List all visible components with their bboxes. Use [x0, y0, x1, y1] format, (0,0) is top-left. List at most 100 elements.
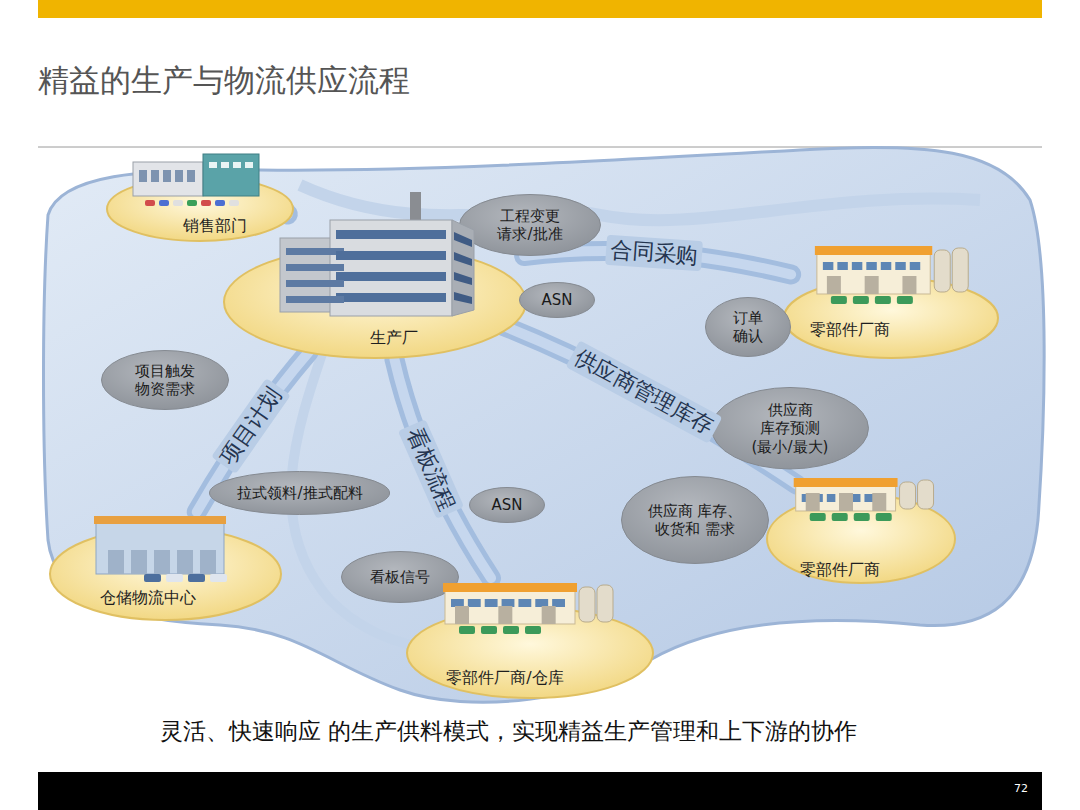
rect-shape — [852, 262, 862, 270]
factory-illustration — [280, 192, 474, 316]
rect-shape — [552, 599, 565, 607]
rect-shape — [952, 248, 968, 292]
page-number: 72 — [1014, 782, 1028, 795]
bubble-ellipse — [210, 472, 390, 515]
slide-caption: 灵活、快速响应 的生产供料模式，实现精益生产管理和上下游的协作 — [160, 716, 857, 747]
info-bubble: 供应商 库存预测 (最小/最大) — [710, 386, 870, 470]
rect-shape — [133, 162, 203, 196]
rect-shape — [827, 276, 841, 294]
rect-shape — [875, 296, 891, 304]
site-label: 零部件厂商 — [800, 560, 880, 581]
rect-shape — [902, 276, 916, 294]
info-bubble: 拉式领料/推式配料 — [208, 470, 391, 516]
rect-shape — [175, 170, 183, 182]
rect-shape — [187, 170, 195, 182]
rect-shape — [502, 599, 515, 607]
rect-shape — [597, 585, 613, 622]
flow-label: 供应商管理库存 — [566, 341, 723, 444]
site-node: 零部件厂商/仓库 — [405, 575, 655, 700]
info-bubble: ASN — [468, 486, 546, 524]
rect-shape — [286, 248, 344, 255]
rect-shape — [794, 478, 898, 487]
bubble-label: 供应商 库存预测 (最小/最大) — [741, 401, 839, 456]
decor-band — [300, 185, 980, 220]
bubble-ellipse — [460, 195, 601, 256]
site-label: 零部件厂商/仓库 — [446, 668, 563, 689]
rect-shape — [481, 626, 497, 634]
rect-shape — [872, 493, 886, 511]
rect-shape — [503, 626, 519, 634]
bubble-label: ASN — [491, 496, 522, 514]
rect-shape — [817, 254, 930, 294]
info-bubble: 订单 确认 — [704, 296, 792, 358]
supplier-illustration — [794, 478, 934, 521]
rect-shape — [445, 591, 575, 624]
polygon-shape — [452, 220, 474, 316]
rect-shape — [144, 574, 161, 582]
rect-shape — [498, 606, 512, 624]
rect-shape — [286, 296, 344, 303]
rect-shape — [173, 200, 183, 206]
rect-shape — [865, 276, 879, 294]
bubble-ellipse — [470, 488, 545, 523]
bubble-ellipse — [102, 351, 229, 410]
polygon-shape — [454, 292, 472, 304]
site-node: 零部件厂商 — [782, 238, 1000, 360]
info-bubble: 供应商 库存、收货和 需求 — [620, 475, 770, 565]
supplier-illustration — [815, 246, 968, 304]
rect-shape — [94, 516, 226, 524]
info-bubble: 看板信号 — [340, 550, 460, 604]
rect-shape — [187, 200, 197, 206]
collaboration-region — [44, 147, 1045, 702]
rect-shape — [895, 262, 905, 270]
site-shape — [782, 238, 1000, 360]
rect-shape — [934, 250, 950, 292]
sales-illustration — [133, 154, 259, 206]
site-node: 零部件厂商 — [765, 470, 957, 585]
rect-shape — [159, 200, 169, 206]
flow-label: 看板流程 — [398, 419, 464, 519]
rect-shape — [336, 251, 446, 260]
rect-shape — [215, 200, 225, 206]
flow-band-outer — [394, 359, 491, 578]
site-node: 生产厂 — [222, 190, 528, 360]
rect-shape — [832, 513, 848, 521]
bubble-label: 项目触发 物资需求 — [131, 362, 199, 399]
rect-shape — [823, 262, 833, 270]
rect-shape — [245, 162, 253, 168]
site-node: 销售部门 — [105, 148, 295, 243]
rect-shape — [459, 626, 475, 634]
rect-shape — [286, 280, 344, 287]
bubble-label: 拉式领料/推式配料 — [237, 484, 362, 502]
site-label: 销售部门 — [183, 216, 247, 237]
bubble-label: ASN — [541, 291, 572, 309]
rect-shape — [200, 550, 216, 574]
flow-label: 合同采购 — [605, 234, 703, 271]
polygon-shape — [454, 272, 472, 285]
bubble-label: 供应商 库存、收货和 需求 — [646, 502, 744, 539]
rect-shape — [837, 262, 847, 270]
bubble-label: 工程变更 请求/批准 — [491, 207, 569, 244]
rect-shape — [579, 587, 595, 622]
top-bar — [38, 0, 1042, 18]
info-bubble: 项目触发 物资需求 — [100, 349, 230, 411]
polygon-shape — [454, 252, 472, 266]
bubble-ellipse — [712, 387, 869, 468]
rect-shape — [451, 599, 464, 607]
rect-shape — [815, 246, 932, 255]
rect-shape — [145, 200, 155, 206]
rect-shape — [166, 574, 183, 582]
rect-shape — [918, 480, 934, 509]
rect-shape — [286, 264, 344, 271]
bubble-ellipse — [342, 552, 459, 603]
info-bubble: 工程变更 请求/批准 — [458, 193, 602, 257]
rect-shape — [96, 522, 224, 574]
rect-shape — [485, 599, 498, 607]
rect-shape — [525, 626, 541, 634]
rect-shape — [806, 493, 820, 511]
site-label: 生产厂 — [370, 328, 418, 349]
rect-shape — [210, 574, 227, 582]
rect-shape — [455, 606, 469, 624]
rect-shape — [854, 513, 870, 521]
